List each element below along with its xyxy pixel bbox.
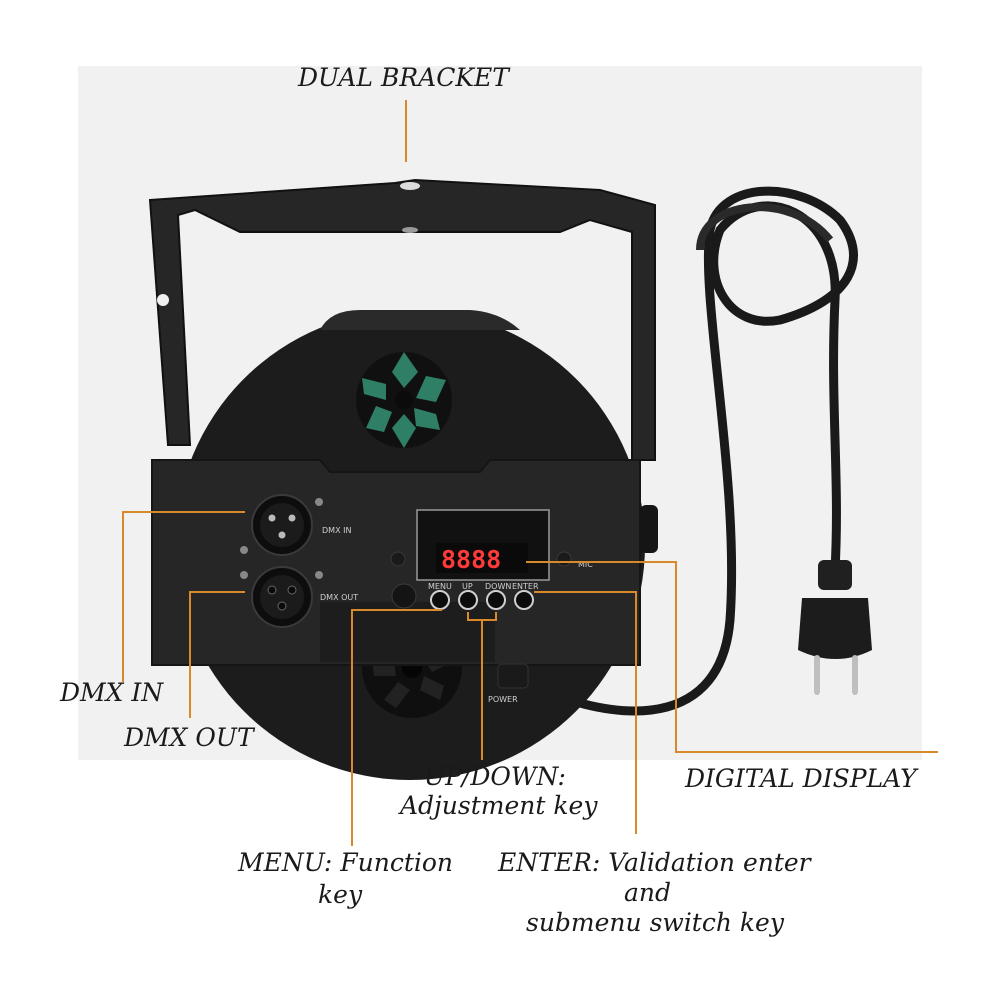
dmx-in-port-label: DMX IN <box>322 526 351 535</box>
menu-label-line1: MENU: Function <box>238 848 454 877</box>
down-button-label: DOWN <box>485 582 511 591</box>
mic-label: MIC <box>578 560 593 569</box>
dmx-in-label: DMX IN <box>60 678 164 707</box>
dmx-out-port-label: DMX OUT <box>320 593 358 602</box>
dmx-out-connector: DMX OUT <box>240 566 358 628</box>
dmx-out-leader <box>189 591 245 718</box>
enter-label-line1: ENTER: Validation enter <box>498 848 811 877</box>
bracket-knob <box>640 505 658 553</box>
menu-label-line2: key <box>318 880 363 909</box>
power-cord <box>515 186 858 716</box>
menu-button-label: MENU <box>428 582 452 591</box>
dual-bracket-label: DUAL BRACKET <box>298 63 509 92</box>
down-button <box>486 590 506 610</box>
enter-button <box>514 590 534 610</box>
digital-display: 8888 <box>416 509 550 581</box>
dmx-out-label: DMX OUT <box>124 723 254 752</box>
callout-leaders <box>122 100 938 846</box>
up-down-label-line1: UP/DOWN: <box>424 762 566 791</box>
enter-label-line3: submenu switch key <box>526 908 784 937</box>
digital-display-label: DIGITAL DISPLAY <box>685 764 917 793</box>
cooling-fan-top <box>356 352 452 448</box>
control-buttons: MENU UP DOWN ENTER <box>428 582 539 610</box>
display-readout: 8888 <box>441 545 501 574</box>
enter-button-label: ENTER <box>512 582 539 591</box>
power-label: POWER <box>488 695 518 704</box>
enter-leader <box>534 591 637 834</box>
digital-display-leader <box>526 561 938 753</box>
up-down-label-line2: Adjustment key <box>400 791 598 820</box>
dual-bracket <box>148 178 656 461</box>
menu-leader <box>351 609 442 846</box>
menu-button <box>430 590 450 610</box>
dmx-in-connector: DMX IN <box>240 494 351 556</box>
power-inlet: POWER <box>488 663 529 704</box>
enter-label-line2: and <box>624 878 672 907</box>
fuse-holder <box>391 583 417 609</box>
up-button-label: UP <box>462 582 473 591</box>
dmx-in-leader <box>122 511 245 682</box>
up-button <box>458 590 478 610</box>
euro-plug <box>798 560 872 695</box>
